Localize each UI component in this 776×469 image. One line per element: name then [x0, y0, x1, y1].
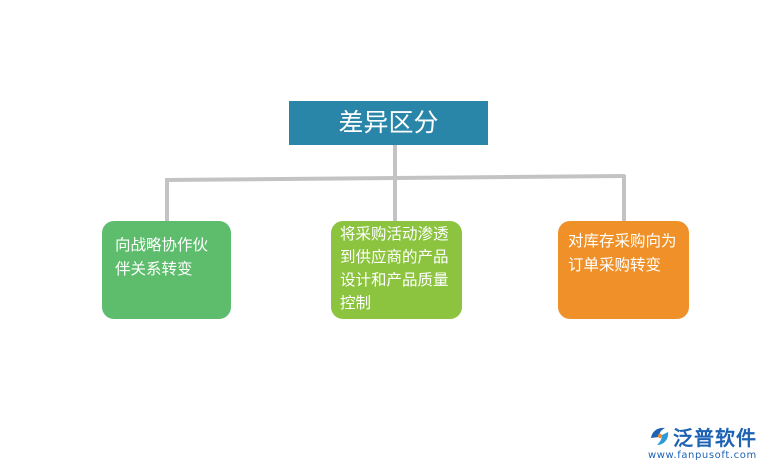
logo-brand-name: 泛普软件 — [673, 426, 757, 450]
child-node-label: 对库存采购向为订单采购转变 — [568, 232, 677, 274]
child-node-supplier-design-quality: 将采购活动渗透到供应商的产品设计和产品质量控制 — [331, 221, 462, 319]
root-node: 差异区分 — [289, 101, 488, 145]
root-node-label: 差异区分 — [338, 108, 439, 137]
child-node-label: 将采购活动渗透到供应商的产品设计和产品质量控制 — [340, 225, 449, 312]
child-node-label: 向战略协作伙伴关系转变 — [115, 236, 209, 278]
fanpu-logo-icon — [651, 427, 669, 445]
logo-url: www.fanpusoft.com — [648, 450, 757, 461]
child-node-order-purchasing: 对库存采购向为订单采购转变 — [558, 221, 689, 319]
brand-logo: 泛普软件 www.fanpusoft.com — [648, 424, 770, 464]
child-node-strategic-partnership: 向战略协作伙伴关系转变 — [102, 221, 231, 319]
